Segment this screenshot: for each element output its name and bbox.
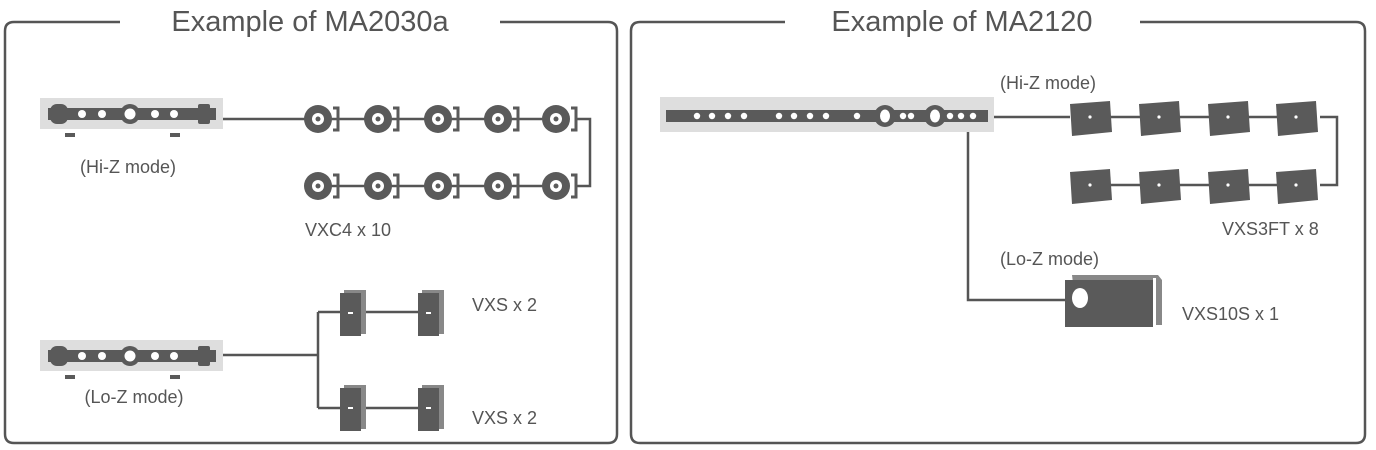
amplifier-ma2030a-hiz xyxy=(40,98,223,137)
surface-speaker-icon xyxy=(1070,169,1112,204)
right-hiz-label: (Hi-Z mode) xyxy=(1000,73,1096,93)
box-speakers-bottom-label: VXS x 2 xyxy=(472,408,537,428)
surface-speaker-icon xyxy=(1276,101,1318,136)
ceiling-speakers-vxc4 xyxy=(304,105,578,200)
box-speaker-icon xyxy=(418,385,444,431)
ceiling-speaker-icon xyxy=(424,172,460,200)
box-speaker-icon xyxy=(340,290,366,336)
amplifier-ma2030a-loz xyxy=(40,340,223,379)
ceiling-speaker-icon xyxy=(424,105,460,133)
ceiling-speaker-icon xyxy=(484,105,520,133)
wire xyxy=(966,115,1339,302)
ceiling-speaker-icon xyxy=(542,172,578,200)
surface-speakers-vxs3ft xyxy=(1070,101,1318,204)
right-panel: Example of MA2120 (Hi-Z mode) VXS3FT x 8… xyxy=(629,6,1367,445)
ceiling-speaker-icon xyxy=(364,105,400,133)
box-speakers-vxs xyxy=(340,290,444,431)
left-panel-frame xyxy=(3,20,619,445)
box-speaker-icon xyxy=(340,385,366,431)
amplifier-ma2120 xyxy=(660,97,994,132)
ceiling-speaker-icon xyxy=(304,105,340,133)
ceiling-speaker-icon xyxy=(304,172,340,200)
left-loz-label: (Lo-Z mode) xyxy=(84,387,183,407)
right-loz-label: (Lo-Z mode) xyxy=(1000,249,1099,269)
ceiling-speaker-icon xyxy=(364,172,400,200)
surface-speaker-icon xyxy=(1139,169,1181,204)
surface-speaker-icon xyxy=(1208,101,1250,136)
box-speaker-icon xyxy=(418,290,444,336)
box-speakers-top-label: VXS x 2 xyxy=(472,295,537,315)
surface-speaker-icon xyxy=(1208,169,1250,204)
surface-speaker-icon xyxy=(1070,101,1112,136)
left-panel-title: Example of MA2030a xyxy=(171,6,449,38)
left-hiz-label: (Hi-Z mode) xyxy=(80,157,176,177)
subwoofer-vxs10s xyxy=(1065,275,1162,327)
ceiling-speakers-label: VXC4 x 10 xyxy=(305,220,391,240)
ceiling-speaker-icon xyxy=(484,172,520,200)
right-panel-title: Example of MA2120 xyxy=(831,6,1092,38)
right-panel-frame xyxy=(629,20,1367,445)
surface-speaker-icon xyxy=(1139,101,1181,136)
wire xyxy=(223,310,420,410)
subwoofer-label: VXS10S x 1 xyxy=(1182,304,1279,324)
left-panel: Example of MA2030a (Hi-Z mode) VXC4 x 10 xyxy=(3,6,619,445)
ceiling-speaker-icon xyxy=(542,105,578,133)
surface-speaker-icon xyxy=(1276,169,1318,204)
surface-speakers-label: VXS3FT x 8 xyxy=(1222,219,1319,239)
